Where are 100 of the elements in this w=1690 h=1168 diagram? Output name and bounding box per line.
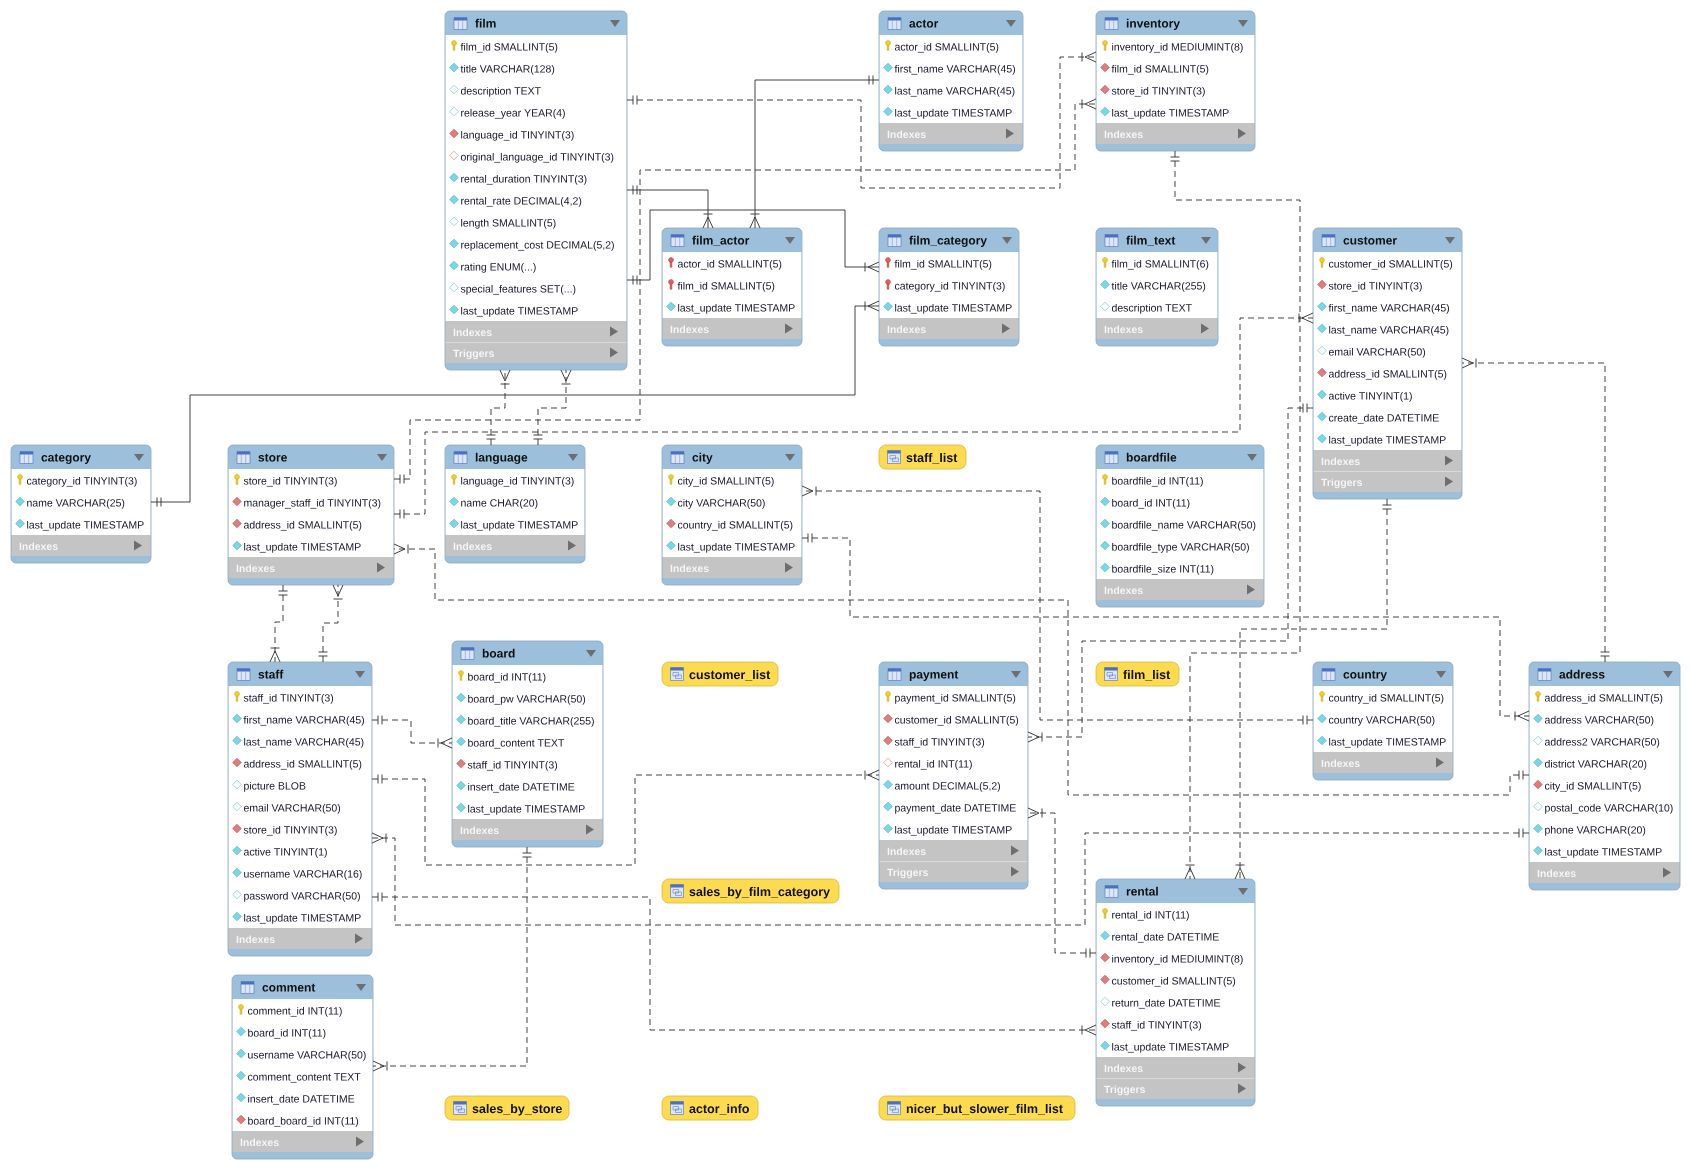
column-row: phone VARCHAR(20) (1529, 818, 1680, 840)
relationship-line (1027, 403, 1314, 743)
table-header: customer (1313, 232, 1462, 252)
column-row: inventory_id MEDIUMINT(8) (1096, 35, 1255, 57)
column-row: manager_staff_id TINYINT(3) (228, 491, 394, 513)
column-row: address_id SMALLINT(5) (1313, 362, 1462, 384)
view-box: film_list (1095, 661, 1180, 687)
table-header: board (452, 645, 603, 665)
relationship-line (1170, 150, 1301, 880)
column-row: comment_content TEXT (232, 1065, 373, 1087)
column-row: last_name VARCHAR(45) (879, 79, 1023, 101)
column-row: last_update TIMESTAMP (1096, 1035, 1255, 1057)
column-row: insert_date DATETIME (232, 1087, 373, 1109)
column-row: customer_id SMALLINT(5) (1096, 969, 1255, 991)
column-row: staff_id TINYINT(3) (228, 686, 372, 708)
column-row: last_update TIMESTAMP (1313, 730, 1453, 752)
column-row: last_update TIMESTAMP (1529, 840, 1680, 862)
relationship-line (393, 98, 1097, 484)
column-row: active TINYINT(1) (228, 840, 372, 862)
column-row: picture BLOB (228, 774, 372, 796)
column-row: first_name VARCHAR(45) (228, 708, 372, 730)
view-box: actor_info (661, 1095, 759, 1121)
relationship-line (372, 846, 532, 1072)
column-row: first_name VARCHAR(45) (1313, 296, 1462, 318)
column-row: film_id SMALLINT(5) (1096, 57, 1255, 79)
column-row: rating ENUM(...) (445, 255, 627, 277)
column-row: staff_id TINYINT(3) (452, 753, 603, 775)
column-row: film_id SMALLINT(5) (879, 252, 1019, 274)
column-row: last_update TIMESTAMP (1313, 428, 1462, 450)
view-box: sales_by_film_category (661, 878, 840, 904)
column-row: country VARCHAR(50) (1313, 708, 1453, 730)
column-row: rental_id INT(11) (1096, 903, 1255, 925)
column-row: password VARCHAR(50) (228, 884, 372, 906)
column-row: last_update TIMESTAMP (228, 906, 372, 928)
column-row: amount DECIMAL(5,2) (879, 774, 1028, 796)
column-row: city VARCHAR(50) (662, 491, 802, 513)
column-row: comment_id INT(11) (232, 999, 373, 1021)
column-row: customer_id SMALLINT(5) (1313, 252, 1462, 274)
table-header: store (228, 449, 394, 469)
relationship-line (486, 369, 511, 446)
column-row: last_update TIMESTAMP (1096, 101, 1255, 123)
view-box: nicer_but_slower_film_list (878, 1095, 1076, 1121)
relationship-line (801, 485, 1314, 725)
relationship-line (318, 584, 344, 663)
column-row: category_id TINYINT(3) (11, 469, 151, 491)
column-row: email VARCHAR(50) (228, 796, 372, 818)
column-row: country_id SMALLINT(5) (1313, 686, 1453, 708)
column-row: category_id TINYINT(3) (879, 274, 1019, 296)
table-header: payment (879, 666, 1028, 686)
relationship-line (801, 533, 1530, 722)
column-row: language_id TINYINT(3) (445, 123, 627, 145)
column-row: length SMALLINT(5) (445, 211, 627, 233)
column-row: store_id TINYINT(3) (1096, 79, 1255, 101)
column-row: city_id SMALLINT(5) (1529, 774, 1680, 796)
column-row: create_date DATETIME (1313, 406, 1462, 428)
column-row: actor_id SMALLINT(5) (879, 35, 1023, 57)
column-row: boardfile_type VARCHAR(50) (1096, 535, 1264, 557)
column-row: boardfile_name VARCHAR(50) (1096, 513, 1264, 535)
column-row: last_update TIMESTAMP (879, 296, 1019, 318)
view-box: customer_list (661, 661, 779, 687)
relationship-line (626, 51, 1097, 189)
column-row: title VARCHAR(255) (1096, 274, 1218, 296)
column-row: customer_id SMALLINT(5) (879, 708, 1028, 730)
relationship-line (749, 75, 880, 229)
view-box: sales_by_store (444, 1095, 570, 1121)
column-row: film_id SMALLINT(5) (445, 35, 627, 57)
column-row: special_features SET(...) (445, 277, 627, 299)
column-row: return_date DATETIME (1096, 991, 1255, 1013)
view-box: staff_list (878, 444, 967, 470)
column-row: inventory_id MEDIUMINT(8) (1096, 947, 1255, 969)
relationship-line (533, 369, 572, 446)
column-row: country_id SMALLINT(5) (662, 513, 802, 535)
column-row: last_update TIMESTAMP (662, 535, 802, 557)
column-row: staff_id TINYINT(3) (1096, 1013, 1255, 1035)
relationship-line (150, 300, 880, 507)
column-row: board_title VARCHAR(255) (452, 709, 603, 731)
column-row: actor_id SMALLINT(5) (662, 252, 802, 274)
column-row: first_name VARCHAR(45) (879, 57, 1023, 79)
relationship-line (1027, 807, 1097, 958)
relationship-line (371, 892, 1097, 1036)
relationship-line (1461, 357, 1610, 663)
relationship-line (371, 828, 1530, 926)
column-row: board_id INT(11) (232, 1021, 373, 1043)
column-row: last_name VARCHAR(45) (228, 730, 372, 752)
column-row: release_year YEAR(4) (445, 101, 627, 123)
column-row: language_id TINYINT(3) (445, 469, 585, 491)
column-row: postal_code VARCHAR(10) (1529, 796, 1680, 818)
column-row: last_update TIMESTAMP (879, 818, 1028, 840)
column-row: username VARCHAR(50) (232, 1043, 373, 1065)
relationship-line (626, 185, 714, 229)
column-row: film_id SMALLINT(5) (662, 274, 802, 296)
column-row: username VARCHAR(16) (228, 862, 372, 884)
column-row: rental_id INT(11) (879, 752, 1028, 774)
column-row: name VARCHAR(25) (11, 491, 151, 513)
column-row: district VARCHAR(20) (1529, 752, 1680, 774)
column-row: film_id SMALLINT(6) (1096, 252, 1218, 274)
column-row: rental_rate DECIMAL(4,2) (445, 189, 627, 211)
column-row: address_id SMALLINT(5) (228, 752, 372, 774)
column-row: description TEXT (1096, 296, 1218, 318)
table-header: address (1529, 666, 1680, 686)
